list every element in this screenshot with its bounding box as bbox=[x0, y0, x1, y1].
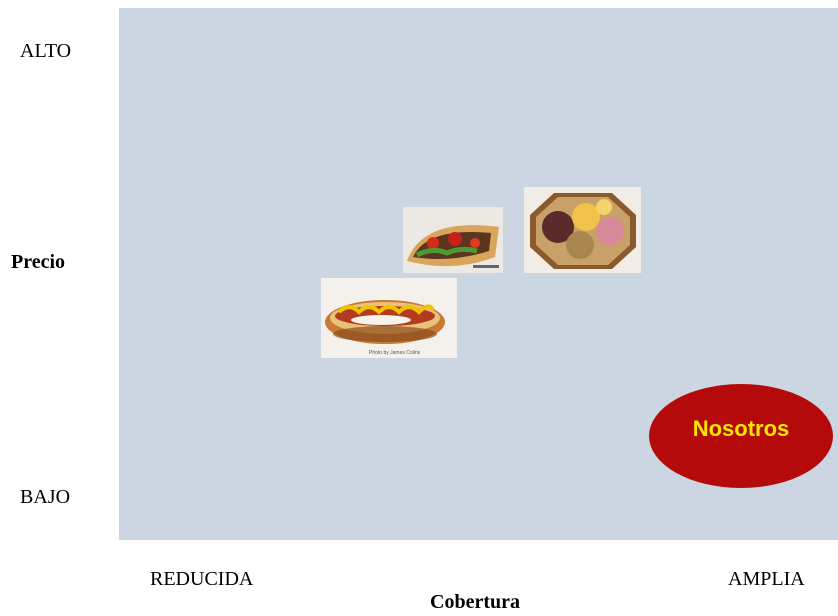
hotdog-caption: Photo by James Colins bbox=[369, 350, 421, 356]
platter-image bbox=[524, 187, 641, 273]
taco-image bbox=[403, 207, 503, 273]
x-axis-low-label: REDUCIDA bbox=[150, 568, 254, 590]
hotdog-image: Photo by James Colins bbox=[321, 278, 457, 358]
y-axis-high-label: ALTO bbox=[20, 40, 72, 62]
nosotros-label: Nosotros bbox=[692, 416, 790, 441]
x-axis-high-label: AMPLIA bbox=[728, 568, 805, 590]
y-axis-low-label: BAJO bbox=[20, 486, 71, 508]
x-axis-title: Cobertura bbox=[430, 591, 520, 613]
y-axis-title: Precio bbox=[11, 251, 66, 273]
nosotros-ellipse: Nosotros bbox=[649, 384, 833, 488]
